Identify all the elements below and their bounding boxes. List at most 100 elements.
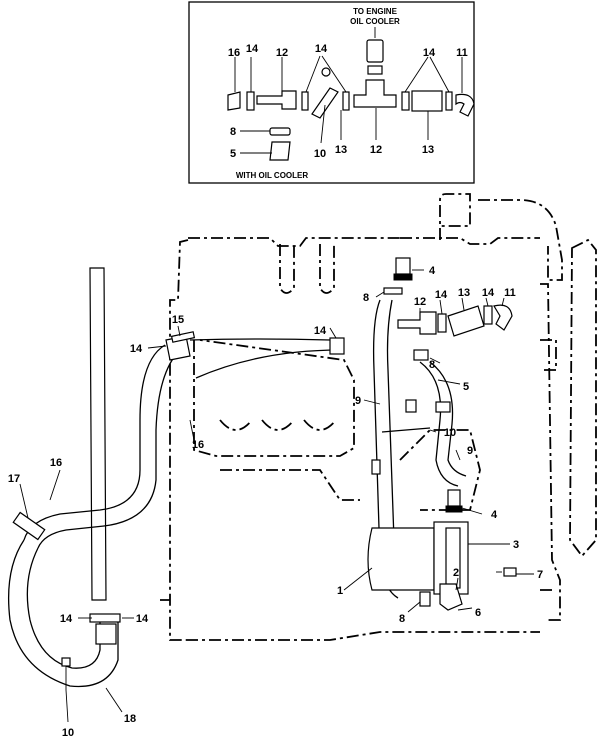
fitting-4-lower-hex [445,505,463,513]
clamp-14-bottom-pair [89,613,121,623]
upper-hose-bottom [195,349,341,379]
inset-callout-14-left: 14 [246,43,259,55]
hose-18-inner [26,547,101,669]
hose-18-outer [7,539,119,688]
inset-leaders [234,55,463,154]
callout-17: 17 [8,473,20,485]
inset-callout-10: 10 [314,148,326,160]
engine-right-outline [540,283,561,621]
engine-bracket [540,339,557,371]
washer-8-top [383,287,403,295]
callout-12: 12 [414,296,426,308]
clip-9-upper [405,399,417,413]
inset-panel: TO ENGINE OIL COOLER [188,1,475,184]
callout-9-lower: 9 [467,445,473,457]
callout-10: 10 [444,427,456,439]
inset-washer-8 [269,127,291,136]
oil-filter [367,527,435,591]
hose-13 [447,305,485,337]
callout-8-top: 8 [363,292,369,304]
main-leaders [19,269,534,723]
tee-12 [397,311,437,335]
inset-clamp-14-e [445,91,453,111]
callout-7: 7 [537,569,543,581]
fitting-4-lower [447,489,461,507]
main-parts [7,257,517,690]
inset-tee-12-left [256,90,297,110]
inset-hose-16 [227,91,241,111]
clamp-10-bottom [61,657,71,667]
fitting-4-top [395,257,411,275]
inset-callout-13-center: 13 [335,144,347,156]
washer-8-mid [413,349,429,361]
inset-clamp-14-left [246,91,255,111]
engine-mount-lines [160,589,552,601]
inset-clamp-14-b [342,91,350,111]
clamp-17 [12,511,46,541]
callout-14-bottom-right: 14 [136,613,149,625]
inset-border [188,1,475,184]
engine-cylinder-bottoms [219,419,337,431]
callout-16-left: 16 [50,457,62,469]
callout-10-bottom: 10 [62,727,74,739]
callout-4-top: 4 [429,265,436,277]
inset-clamp-14-a [301,91,309,111]
callout-1: 1 [337,585,343,597]
hose-16-inner [37,349,181,549]
engine-air-duct [478,199,563,281]
callout-8-bottom: 8 [399,613,405,625]
inset-clamp-14-d [401,91,410,111]
inset-header-line1: TO ENGINE [353,7,398,16]
callout-14-left: 14 [130,343,143,355]
clamp-14-cooler [483,305,493,325]
inset-nipple [367,65,383,75]
engine-outline [160,193,597,641]
fitting-bottom [95,623,117,645]
callout-14-cooler: 14 [482,287,495,299]
inset-callout-16: 16 [228,47,240,59]
callout-8-mid: 8 [429,359,435,371]
inset-callout-14-right: 14 [423,47,436,59]
inset-cooler-hose-end [366,39,384,63]
upper-hose-top [189,338,331,341]
engine-valve-covers [279,244,335,294]
clamp-10-strap [381,427,431,433]
hose-16-outer [23,344,166,541]
engine-oil-pan-rail [220,469,360,501]
engine-oil-filter-housing [399,429,481,511]
callout-11: 11 [504,287,516,299]
callout-16-block: 16 [192,439,204,451]
inset-caption: WITH OIL COOLER [236,171,309,180]
clamp-14-tee [437,313,447,333]
callout-2: 2 [453,567,459,579]
fitting-4-hex [393,273,413,281]
elbow-6 [439,583,463,611]
callout-18: 18 [124,713,136,725]
callout-9-upper: 9 [355,395,361,407]
main-callouts: 4 8 12 14 13 14 11 15 14 14 8 5 9 10 16 … [8,265,543,739]
inset-callout-11: 11 [456,47,468,59]
clamp-14-upper-right [329,337,345,355]
elbow-11 [493,304,513,331]
inset-clamp-14-c [321,67,331,77]
hose-5-outer [419,361,459,487]
callout-13: 13 [458,287,470,299]
callout-4-lower: 4 [491,509,498,521]
inset-callout-8: 8 [230,126,236,138]
inset-elbow-11 [455,93,475,117]
plug-7 [503,567,517,577]
engine-top-right-outline [400,237,540,245]
engine-block-left [193,339,355,457]
inset-callout-12-left: 12 [276,47,288,59]
inset-hose-10 [311,87,339,119]
inset-hose-13 [411,90,443,112]
engine-top-outline [188,237,400,247]
callout-15: 15 [172,314,184,326]
inset-callout-13-right: 13 [422,144,434,156]
callout-6: 6 [475,607,481,619]
callout-14-upper: 14 [314,325,327,337]
hose-5-inner [429,361,467,477]
inset-tee-12-center [353,79,397,108]
